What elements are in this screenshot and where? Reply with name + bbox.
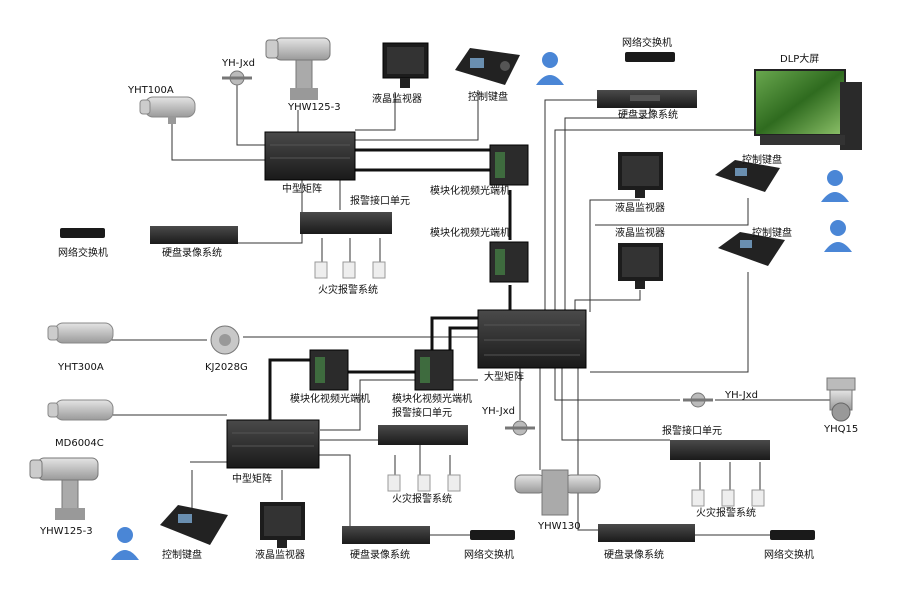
label-matrix-top: 中型矩阵 bbox=[282, 184, 322, 195]
connection-lines bbox=[110, 82, 830, 536]
label-dvr-bottom: 硬盘录像系统 bbox=[350, 550, 410, 561]
network-switch-left bbox=[60, 228, 105, 238]
fire-detectors-mid bbox=[387, 474, 461, 492]
control-keyboard-top bbox=[455, 48, 520, 85]
label-dvr-bottom-right: 硬盘录像系统 bbox=[604, 550, 664, 561]
label-matrix-bottom: 中型矩阵 bbox=[232, 474, 272, 485]
label-yh-jxd-top: YH-Jxd bbox=[222, 58, 256, 69]
label-yhw130: YHW130 bbox=[538, 521, 581, 532]
label-network-switch-bottom-right: 网络交换机 bbox=[764, 550, 814, 561]
network-switch-top bbox=[625, 52, 675, 62]
label-fiber-top1: 模块化视频光端机 bbox=[430, 186, 510, 197]
large-matrix bbox=[477, 309, 587, 369]
label-dvr-top: 硬盘录像系统 bbox=[618, 110, 678, 121]
control-keyboard-right1 bbox=[715, 160, 780, 192]
label-network-switch-top: 网络交换机 bbox=[622, 38, 672, 49]
control-keyboard-bottom bbox=[160, 505, 228, 545]
label-yhq15: YHQ15 bbox=[824, 424, 859, 435]
alarm-unit-right bbox=[670, 440, 770, 460]
label-dlp: DLP大屏 bbox=[780, 54, 820, 65]
alarm-unit-top bbox=[300, 212, 392, 234]
label-keyboard-top: 控制键盘 bbox=[468, 92, 508, 103]
lcd-monitor-mid1 bbox=[618, 152, 663, 198]
fiber-module-top1 bbox=[489, 144, 529, 186]
label-alarm-unit-top: 报警接口单元 bbox=[350, 196, 410, 207]
user-icon-right1 bbox=[821, 170, 849, 202]
label-dvr-left: 硬盘录像系统 bbox=[162, 248, 222, 259]
label-lcd-mid2: 液晶监视器 bbox=[615, 228, 665, 239]
label-yh-jxd-mid: YH-Jxd bbox=[482, 406, 516, 417]
label-fiber-mid1: 模块化视频光端机 bbox=[290, 394, 370, 405]
network-switch-bottom-right bbox=[770, 530, 815, 540]
lcd-monitor-mid2 bbox=[618, 243, 663, 289]
label-yhw125-top: YHW125-3 bbox=[288, 102, 341, 113]
junction-kj2028g bbox=[210, 325, 240, 355]
ptz-camera-bottom bbox=[29, 457, 99, 520]
label-md6004c: MD6004C bbox=[55, 438, 104, 449]
label-alarm-unit-mid: 报警接口单元 bbox=[392, 408, 452, 419]
label-fire-alarm-top: 火灾报警系统 bbox=[318, 285, 378, 296]
dome-camera-yhq15 bbox=[826, 377, 856, 422]
camera-yht100a bbox=[139, 96, 196, 124]
user-icon-right2 bbox=[824, 220, 852, 252]
fiber-module-mid2 bbox=[414, 349, 454, 391]
ptz-camera-top bbox=[265, 37, 331, 100]
label-network-switch-bottom: 网络交换机 bbox=[464, 550, 514, 561]
label-fiber-mid2: 模块化视频光端机 bbox=[392, 394, 472, 405]
label-lcd-top: 液晶监视器 bbox=[372, 94, 422, 105]
user-icon-top bbox=[536, 52, 564, 85]
lcd-monitor-bottom bbox=[260, 502, 305, 548]
junction-box-mid bbox=[505, 420, 535, 436]
alarm-unit-mid bbox=[378, 425, 468, 445]
label-fire-alarm-mid: 火灾报警系统 bbox=[392, 494, 452, 505]
junction-box-right bbox=[683, 392, 713, 408]
label-fire-alarm-right: 火灾报警系统 bbox=[696, 508, 756, 519]
label-keyboard-right2: 控制键盘 bbox=[752, 228, 792, 239]
label-keyboard-right1: 控制键盘 bbox=[742, 155, 782, 166]
fiber-module-mid1 bbox=[309, 349, 349, 391]
label-alarm-unit-right: 报警接口单元 bbox=[662, 426, 722, 437]
dvr-bottom-right bbox=[598, 524, 695, 542]
label-kj2028g: KJ2028G bbox=[205, 362, 248, 373]
label-yhw125-bottom: YHW125-3 bbox=[40, 526, 93, 537]
ptz-camera-yhw130 bbox=[514, 469, 601, 516]
medium-matrix-bottom bbox=[226, 419, 320, 469]
label-fiber-top2: 模块化视频光端机 bbox=[430, 228, 510, 239]
label-yh-jxd-right: YH-Jxd bbox=[725, 390, 759, 401]
label-lcd-bottom: 液晶监视器 bbox=[255, 550, 305, 561]
control-keyboard-right2 bbox=[718, 232, 785, 266]
camera-md6004c bbox=[47, 399, 114, 421]
fire-detectors-right bbox=[691, 489, 765, 507]
label-network-switch-left: 网络交换机 bbox=[58, 248, 108, 259]
fire-detectors-top bbox=[314, 261, 386, 279]
network-switch-bottom bbox=[470, 530, 515, 540]
label-keyboard-bottom: 控制键盘 bbox=[162, 550, 202, 561]
fiber-module-top2 bbox=[489, 241, 529, 283]
medium-matrix-top bbox=[264, 131, 356, 181]
label-yht300a: YHT300A bbox=[58, 362, 104, 373]
label-large-matrix: 大型矩阵 bbox=[484, 372, 524, 383]
user-icon-bottom bbox=[111, 527, 139, 560]
label-lcd-mid1: 液晶监视器 bbox=[615, 203, 665, 214]
dvr-top bbox=[597, 90, 697, 108]
lcd-monitor-top bbox=[382, 42, 429, 88]
junction-box-top bbox=[222, 70, 252, 86]
camera-yht300a bbox=[47, 322, 114, 344]
dvr-bottom bbox=[342, 526, 430, 544]
dvr-left bbox=[150, 226, 238, 244]
dlp-screen bbox=[754, 69, 862, 150]
label-yht100a: YHT100A bbox=[128, 85, 174, 96]
